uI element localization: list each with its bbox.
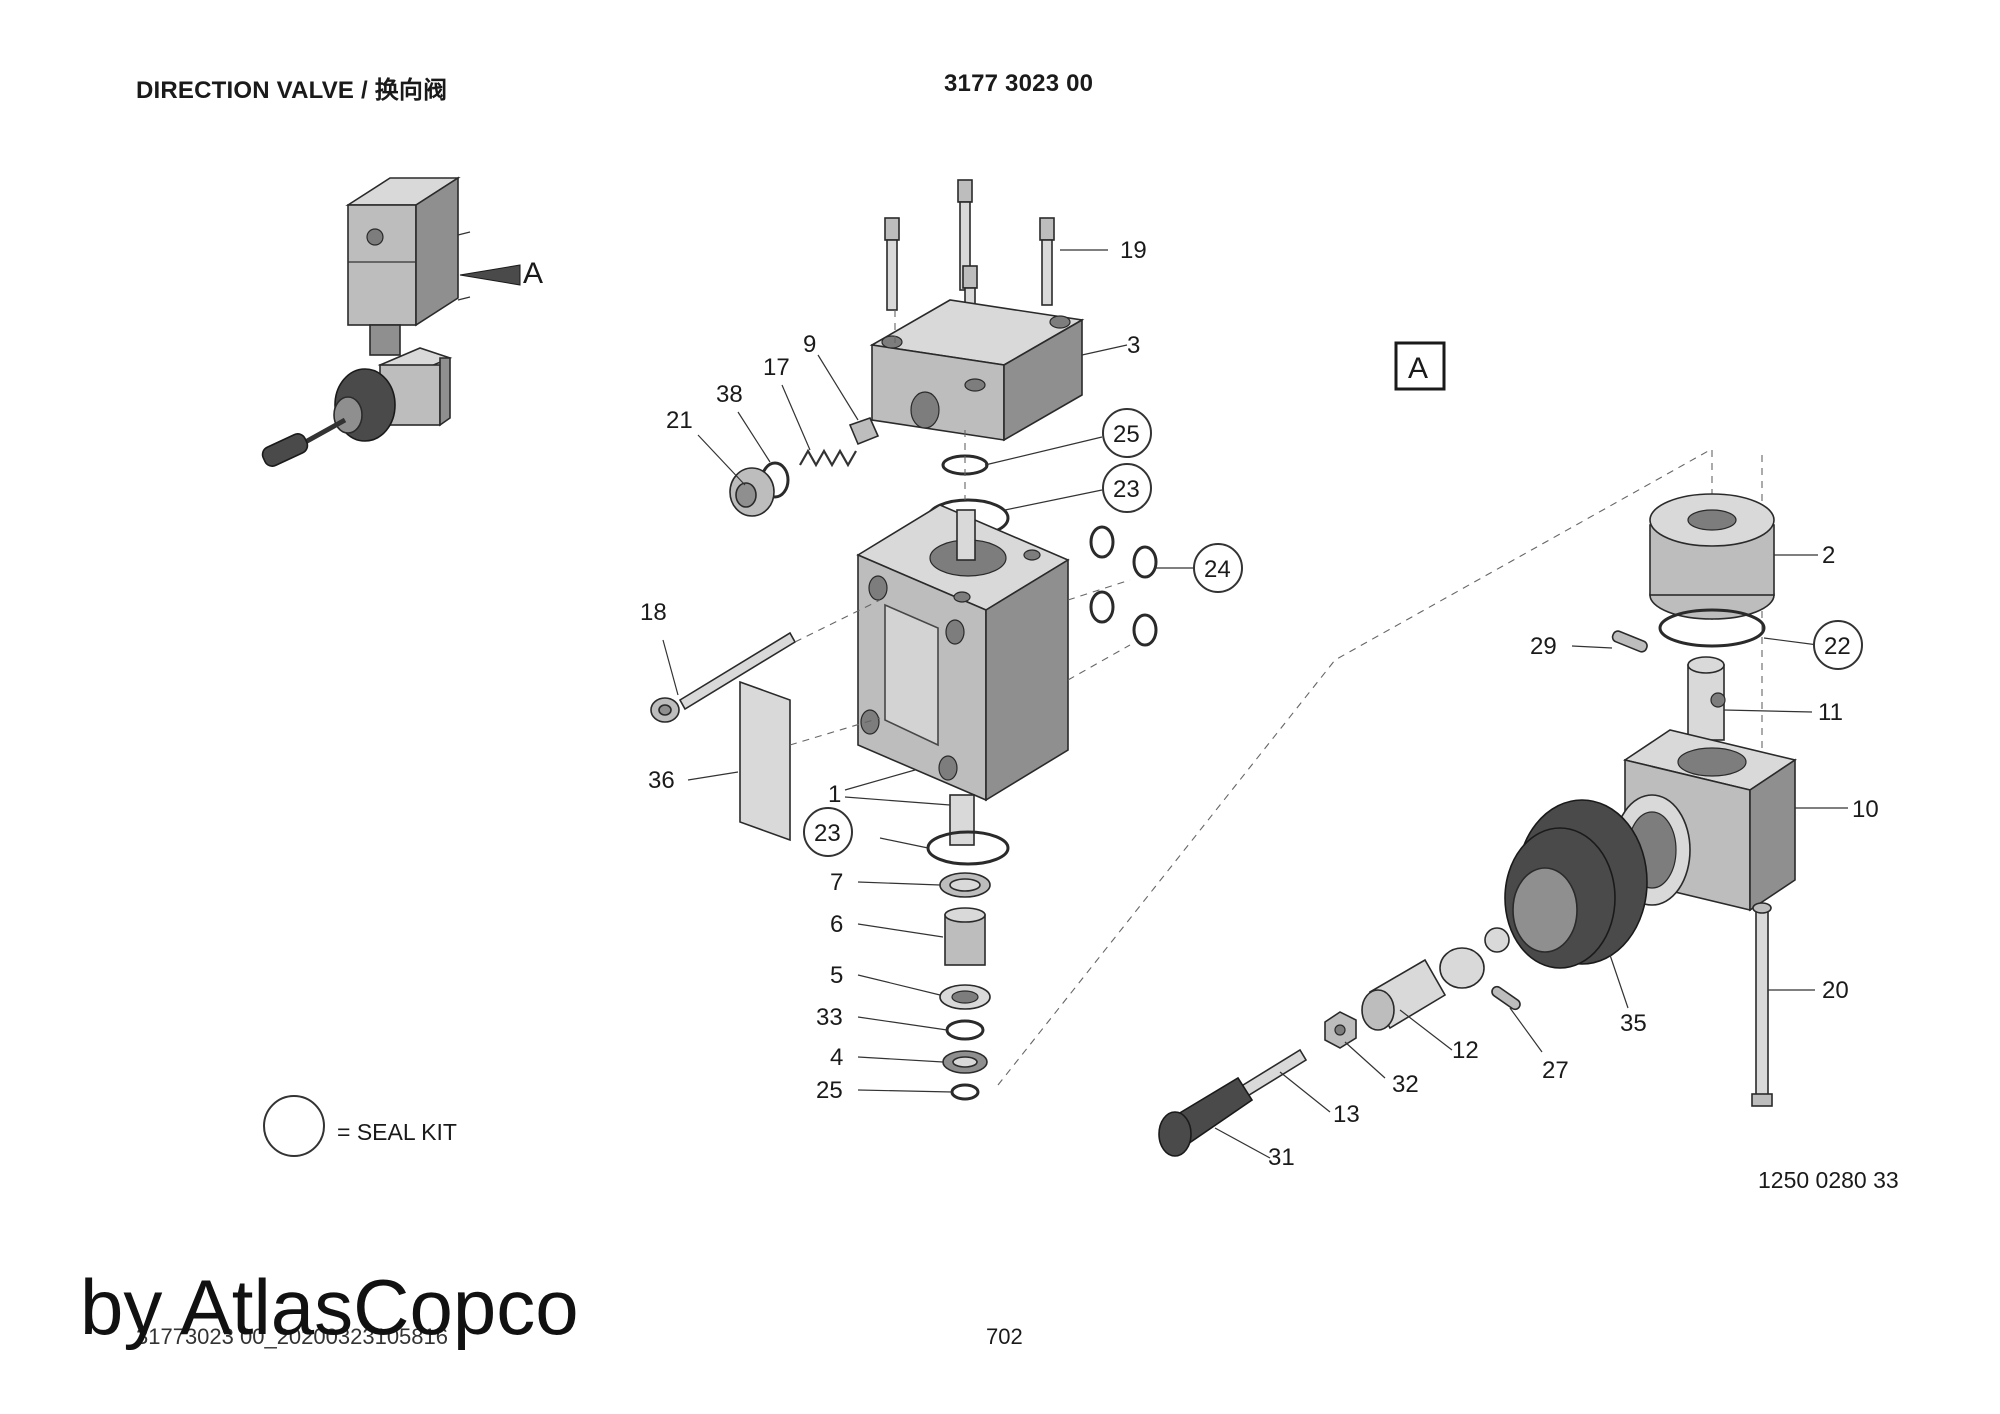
assembly-line-f — [1067, 644, 1131, 681]
callout-24: 24 — [1204, 556, 1231, 583]
callout-12: 12 — [1452, 1037, 1479, 1064]
seal-kit-legend: = SEAL KIT — [337, 1119, 457, 1145]
nut-32 — [1324, 1011, 1357, 1049]
callout-11: 11 — [1818, 699, 1843, 726]
assembly-line-c — [794, 599, 881, 643]
callout-33: 33 — [816, 1004, 843, 1031]
view-arrow-label: A — [523, 257, 543, 290]
pin-27 — [1491, 985, 1521, 1011]
callout-25-top: 25 — [1113, 421, 1140, 448]
label-plate-36 — [739, 680, 791, 842]
callout-10: 10 — [1852, 796, 1879, 823]
shaft-20 — [1751, 902, 1773, 1107]
callout-23-top: 23 — [1113, 476, 1140, 503]
callout-5: 5 — [830, 962, 843, 989]
seal-kit-legend-circle — [263, 1095, 325, 1157]
callout-7: 7 — [830, 869, 843, 896]
callout-27: 27 — [1542, 1057, 1569, 1084]
spring-assembly — [729, 417, 880, 517]
view-a-box — [1394, 341, 1446, 391]
page-number: 702 — [986, 1324, 1023, 1349]
ball-joint-12 — [1361, 927, 1510, 1031]
o-rings-24 — [1089, 525, 1158, 647]
file-reference: 31773023 00_20200323105816 — [136, 1324, 448, 1349]
drawing-number: 1250 0280 33 — [1758, 1167, 1899, 1193]
pin-29 — [1611, 630, 1648, 653]
page-title: DIRECTION VALVE / 换向阀 — [136, 77, 448, 104]
assembly-line-d — [789, 717, 881, 746]
callout-19: 19 — [1120, 237, 1147, 264]
spindle-11 — [1687, 656, 1726, 741]
o-ring-22 — [1658, 608, 1766, 648]
view-box-label: A — [1408, 352, 1428, 385]
seal-kit-markers — [263, 408, 1863, 1157]
callout-20: 20 — [1822, 977, 1849, 1004]
callout-2: 2 — [1822, 542, 1835, 569]
top-cover-3 — [869, 299, 1085, 442]
callout-35: 35 — [1620, 1010, 1647, 1037]
callout-9: 9 — [803, 331, 816, 358]
callout-25-bottom: 25 — [816, 1077, 843, 1104]
valve-body-1 — [856, 504, 1070, 846]
callout-1: 1 — [828, 781, 841, 808]
callout-31: 31 — [1268, 1144, 1295, 1171]
callout-23-bottom: 23 — [814, 820, 841, 847]
callout-13: 13 — [1333, 1101, 1360, 1128]
leader-lines — [662, 249, 1848, 1159]
callout-29: 29 — [1530, 633, 1557, 660]
callout-36: 36 — [648, 767, 675, 794]
assembled-valve-overview — [261, 176, 521, 467]
callout-22: 22 — [1824, 633, 1851, 660]
lower-seal-stack — [926, 830, 1010, 1101]
callout-32: 32 — [1392, 1071, 1419, 1098]
assembly-line-e — [1067, 579, 1131, 601]
callout-4: 4 — [830, 1044, 843, 1071]
part-number: 3177 3023 00 — [944, 70, 1094, 97]
callout-17: 17 — [763, 354, 790, 381]
assembly-line-main — [997, 449, 1711, 1086]
watermark: by AtlasCopco — [80, 1263, 579, 1351]
handle-31 — [1158, 1076, 1254, 1157]
callout-38: 38 — [716, 381, 743, 408]
boot-35 — [1504, 799, 1648, 969]
callout-6: 6 — [830, 911, 843, 938]
cap-2 — [1649, 493, 1775, 620]
callout-3: 3 — [1127, 332, 1140, 359]
callout-21: 21 — [666, 407, 693, 434]
callout-18: 18 — [640, 599, 667, 626]
callout-labels: 19 3 9 17 38 21 25 23 24 18 36 1 23 7 6 … — [640, 237, 1879, 1171]
